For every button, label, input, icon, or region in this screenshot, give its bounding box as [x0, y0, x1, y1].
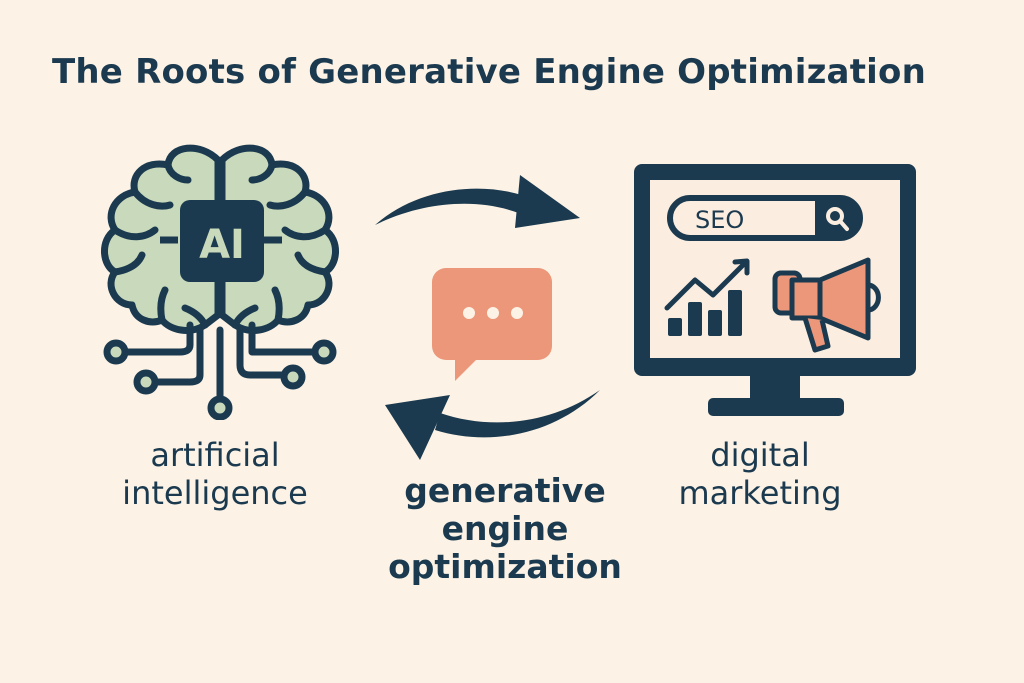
digital-marketing-label: digital marketing [678, 436, 842, 512]
curved-arrow-left-icon [385, 390, 600, 460]
monitor-icon: SEO [634, 164, 916, 416]
page-title: The Roots of Generative Engine Optimizat… [52, 52, 926, 92]
seo-search-text: SEO [695, 206, 744, 234]
geo-label: generative engine optimization [388, 471, 622, 586]
ai-badge: AI [199, 222, 245, 268]
ai-label: artificial intelligence [122, 436, 308, 512]
curved-arrow-right-icon [375, 175, 580, 228]
brain-circuit-icon: AI [101, 144, 339, 420]
chat-bubble-icon [432, 268, 552, 381]
